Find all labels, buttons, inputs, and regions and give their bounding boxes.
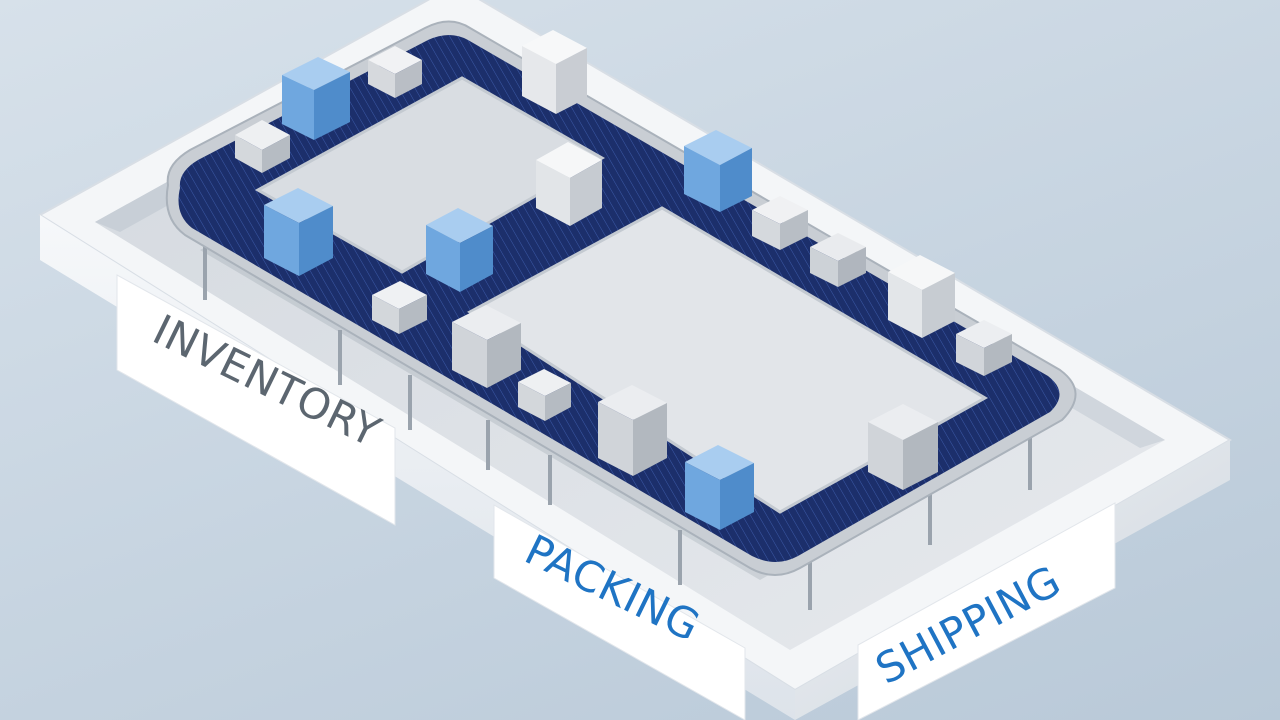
- package-box-icon: [536, 142, 602, 226]
- package-box-icon: [598, 385, 667, 476]
- package-box-icon: [368, 46, 422, 98]
- boxes: [235, 30, 1012, 530]
- zone-panel: [493, 504, 746, 720]
- package-box-icon: [868, 404, 938, 490]
- package-box-icon: [684, 130, 752, 212]
- package-box-icon: [264, 188, 333, 276]
- package-box-icon: [956, 320, 1012, 376]
- package-box-icon: [685, 445, 754, 530]
- conveyor-belt-icon: [165, 20, 1077, 576]
- conveyor-inner-gap-1: [254, 76, 606, 274]
- package-box-icon: [452, 305, 521, 388]
- package-box-icon: [426, 208, 493, 292]
- conveyor-inner-gap-2: [467, 206, 989, 514]
- package-box-icon: [282, 57, 350, 140]
- zone-panel: [857, 502, 1116, 720]
- package-box-icon: [810, 233, 866, 287]
- package-box-icon: [372, 281, 427, 334]
- package-box-icon: [752, 196, 808, 250]
- zone-panel: [116, 274, 396, 526]
- package-box-icon: [235, 120, 290, 173]
- package-box-icon: [518, 369, 571, 421]
- package-box-icon: [522, 30, 587, 114]
- package-box-icon: [888, 255, 955, 338]
